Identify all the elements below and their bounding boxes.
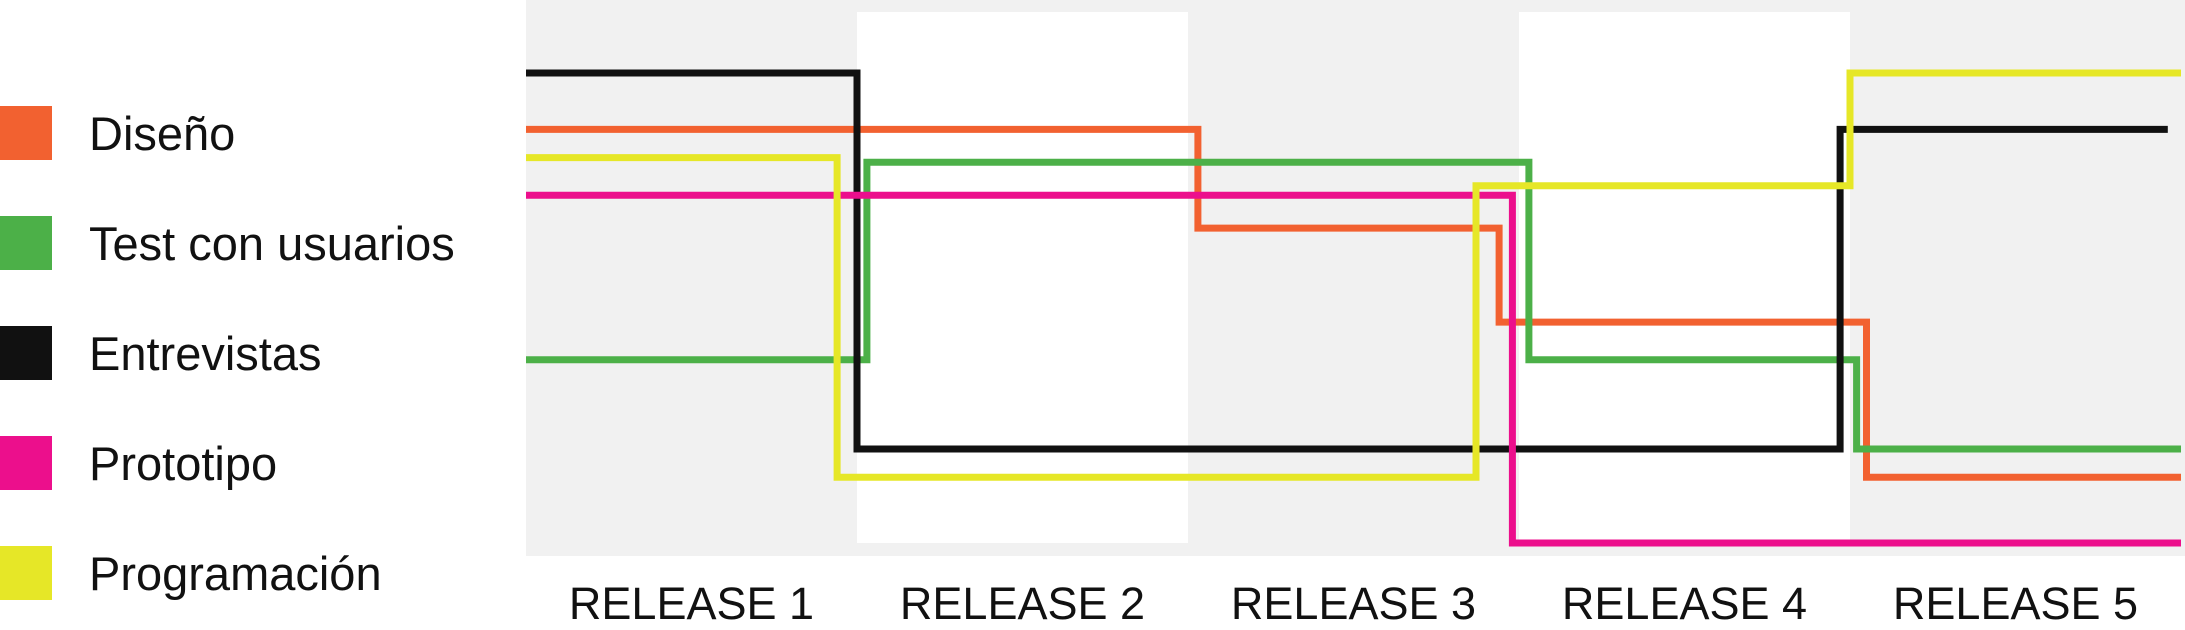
legend-label: Programación — [89, 546, 382, 600]
legend-label: Diseño — [89, 106, 236, 160]
legend-swatch — [0, 326, 52, 380]
release-band-4 — [1519, 12, 1850, 543]
release-label-2: RELEASE 2 — [900, 578, 1145, 629]
legend-item-4: Prototipo — [0, 436, 277, 490]
legend-swatch — [0, 216, 52, 270]
release-label-5: RELEASE 5 — [1893, 578, 2138, 629]
legend-label: Prototipo — [89, 436, 278, 490]
legend-swatch — [0, 436, 52, 490]
series-line-2 — [526, 158, 2181, 453]
legend-swatch — [0, 106, 52, 160]
series-line-5 — [526, 69, 2181, 481]
release-band-2 — [857, 12, 1188, 543]
plot-background — [526, 0, 2185, 556]
legend-item-5: Programación — [0, 546, 382, 600]
release-label-1: RELEASE 1 — [569, 578, 814, 629]
legend-swatch — [0, 546, 52, 600]
series-line-3 — [526, 69, 2168, 453]
release-label-3: RELEASE 3 — [1231, 578, 1476, 629]
release-label-4: RELEASE 4 — [1562, 578, 1807, 629]
series-line-4 — [526, 191, 2181, 547]
legend-label: Test con usuarios — [89, 216, 455, 270]
legend-item-3: Entrevistas — [0, 326, 321, 380]
legend-item-2: Test con usuarios — [0, 216, 455, 270]
legend-label: Entrevistas — [89, 326, 322, 380]
legend-item-1: Diseño — [0, 106, 235, 160]
